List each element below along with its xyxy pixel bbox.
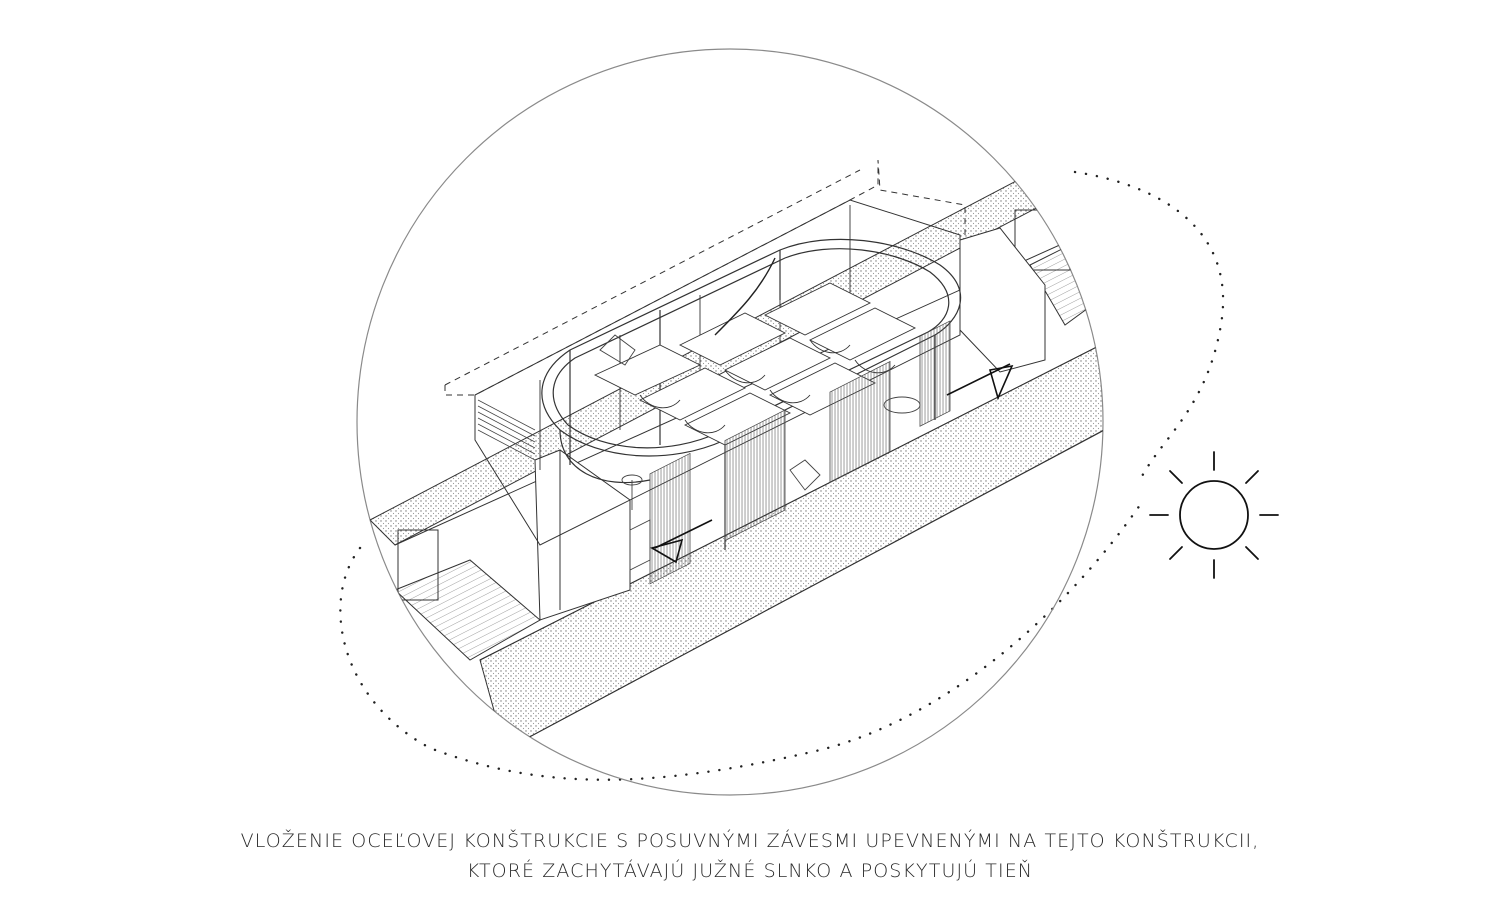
sun-icon — [1149, 451, 1279, 579]
section-marker-left — [649, 519, 713, 564]
shade-panels — [593, 282, 917, 446]
caption-line-2: KTORÉ ZACHYTÁVAJÚ JUŽNÉ SLNKO A POSKYTUJ… — [466, 860, 1034, 882]
left-louvre — [477, 399, 536, 461]
right-partition — [959, 227, 1046, 373]
interior-furniture — [599, 334, 921, 571]
curtain-2 — [724, 409, 786, 542]
building-axonometry — [369, 157, 1103, 751]
right-deck — [1029, 229, 1103, 326]
curtain-1 — [649, 452, 691, 585]
dashed-roof-outline — [444, 159, 966, 396]
curtain-3 — [829, 360, 891, 483]
hanging-cable — [714, 257, 776, 336]
curtain-4 — [919, 320, 951, 427]
diagram-caption: VLOŽENIE OCEĽOVEJ KONŠTRUKCIE S POSUVNÝM… — [0, 826, 1500, 886]
section-marker-right — [946, 363, 1014, 401]
caption-line-1: VLOŽENIE OCEĽOVEJ KONŠTRUKCIE S POSUVNÝM… — [240, 830, 1260, 852]
left-partition — [534, 449, 631, 621]
